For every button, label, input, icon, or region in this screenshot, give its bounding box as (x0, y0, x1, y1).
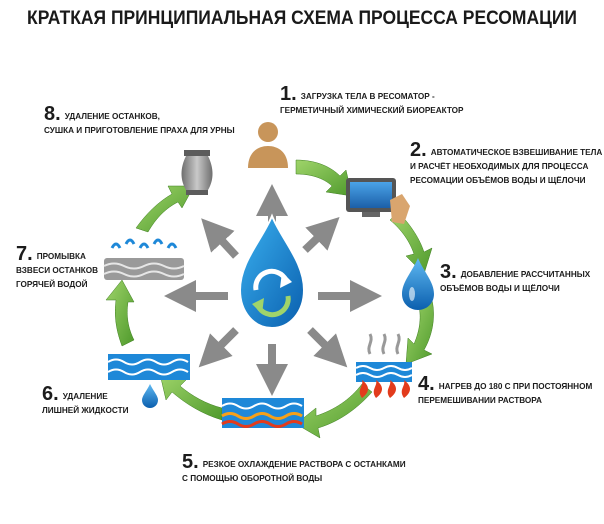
step-3-label: 3.ДОБАВЛЕНИЕ РАССЧИТАННЫХ ОБЪЁМОВ ВОДЫ И… (440, 262, 590, 296)
step-text-line: РЕЗКОЕ ОХЛАЖДЕНИЕ РАСТВОРА С ОСТАНКАМИ (202, 460, 406, 469)
step-text-line: ВЗВЕСИ ОСТАНКОВ (16, 266, 99, 275)
step-2-label: 2.АВТОМАТИЧЕСКОЕ ВЗВЕШИВАНИЕ ТЕЛА И РАСЧ… (410, 140, 602, 188)
step-text-line: ГОРЯЧЕЙ ВОДОЙ (16, 280, 88, 289)
step-text-line: ПЕРЕМЕШИВАНИИ РАСТВОРА (418, 396, 542, 405)
step-text-line: И РАСЧЁТ НЕОБХОДИМЫХ ДЛЯ ПРОЦЕССА (410, 162, 589, 171)
step-text-line: ГЕРМЕТИЧНЫЙ ХИМИЧЕСКИЙ БИОРЕАКТОР (280, 106, 464, 115)
step-7-label: 7.ПРОМЫВКА ВЗВЕСИ ОСТАНКОВ ГОРЯЧЕЙ ВОДОЙ (16, 244, 98, 292)
diagram-title: КРАТКАЯ ПРИНЦИПИАЛЬНАЯ СХЕМА ПРОЦЕССА РЕ… (27, 8, 577, 29)
step-number: 2. (410, 139, 427, 161)
step-number: 1. (280, 83, 297, 105)
person-icon (248, 122, 288, 168)
cycle-arrow-1-2 (295, 159, 353, 197)
water-drop-icon (402, 258, 434, 310)
step-text-line: НАГРЕВ ДО 180 С ПРИ ПОСТОЯННОМ (438, 382, 593, 391)
step-number: 5. (182, 451, 199, 473)
step-text-line: СУШКА И ПРИГОТОВЛЕНИЕ ПРАХА ДЛЯ УРНЫ (44, 126, 235, 135)
step-text-line: ПРОМЫВКА (36, 252, 86, 261)
radial-arrow-up-right (302, 216, 340, 253)
cooling-icon (221, 398, 304, 428)
rinsing-icon (103, 238, 185, 280)
heating-icon (355, 333, 413, 398)
step-text-line: АВТОМАТИЧЕСКОЕ ВЗВЕШИВАНИЕ ТЕЛА (430, 148, 603, 157)
step-number: 3. (440, 261, 457, 283)
step-text-line: ЛИШНЕЙ ЖИДКОСТИ (42, 406, 129, 415)
step-8-label: 8.УДАЛЕНИЕ ОСТАНКОВ, СУШКА И ПРИГОТОВЛЕН… (44, 104, 235, 138)
step-number: 8. (44, 103, 61, 125)
radial-arrow-down-right (307, 327, 348, 368)
step-number: 7. (16, 243, 33, 265)
cycle-arrow-6-7 (105, 279, 135, 347)
recycle-drop-icon (238, 213, 306, 330)
draining-icon (107, 354, 190, 408)
step-text-line: ЗАГРУЗКА ТЕЛА В РЕСОМАТОР - (300, 92, 435, 101)
urn-icon (181, 150, 213, 195)
step-text-line: УДАЛЕНИЕ (62, 392, 108, 401)
step-text-line: ОБЪЁМОВ ВОДЫ И ЩЁЛОЧИ (440, 284, 560, 293)
radial-arrow-down-left (198, 327, 239, 368)
step-text-line: С ПОМОЩЬЮ ОБОРОТНОЙ ВОДЫ (182, 474, 323, 483)
step-text-line: РЕСОМАЦИИ ОБЪЁМОВ ВОДЫ И ЩЁЛОЧИ (410, 176, 586, 185)
radial-arrow-up-left (201, 218, 239, 259)
step-number: 4. (418, 373, 435, 395)
cycle-arrow-3-4 (405, 299, 434, 365)
step-6-label: 6.УДАЛЕНИЕ ЛИШНЕЙ ЖИДКОСТИ (42, 384, 128, 418)
step-5-label: 5.РЕЗКОЕ ОХЛАЖДЕНИЕ РАСТВОРА С ОСТАНКАМИ… (182, 452, 406, 486)
touchscreen-icon (346, 178, 410, 224)
cycle-arrow-7-8 (135, 185, 195, 233)
step-4-label: 4.НАГРЕВ ДО 180 С ПРИ ПОСТОЯННОМ ПЕРЕМЕШ… (418, 374, 592, 408)
cycle-arrow-5-6 (159, 373, 223, 421)
step-text-line: ДОБАВЛЕНИЕ РАССЧИТАННЫХ (460, 270, 591, 279)
step-text-line: УДАЛЕНИЕ ОСТАНКОВ, (64, 112, 160, 121)
step-number: 6. (42, 383, 59, 405)
step-1-label: 1.ЗАГРУЗКА ТЕЛА В РЕСОМАТОР - ГЕРМЕТИЧНЫ… (280, 84, 463, 118)
